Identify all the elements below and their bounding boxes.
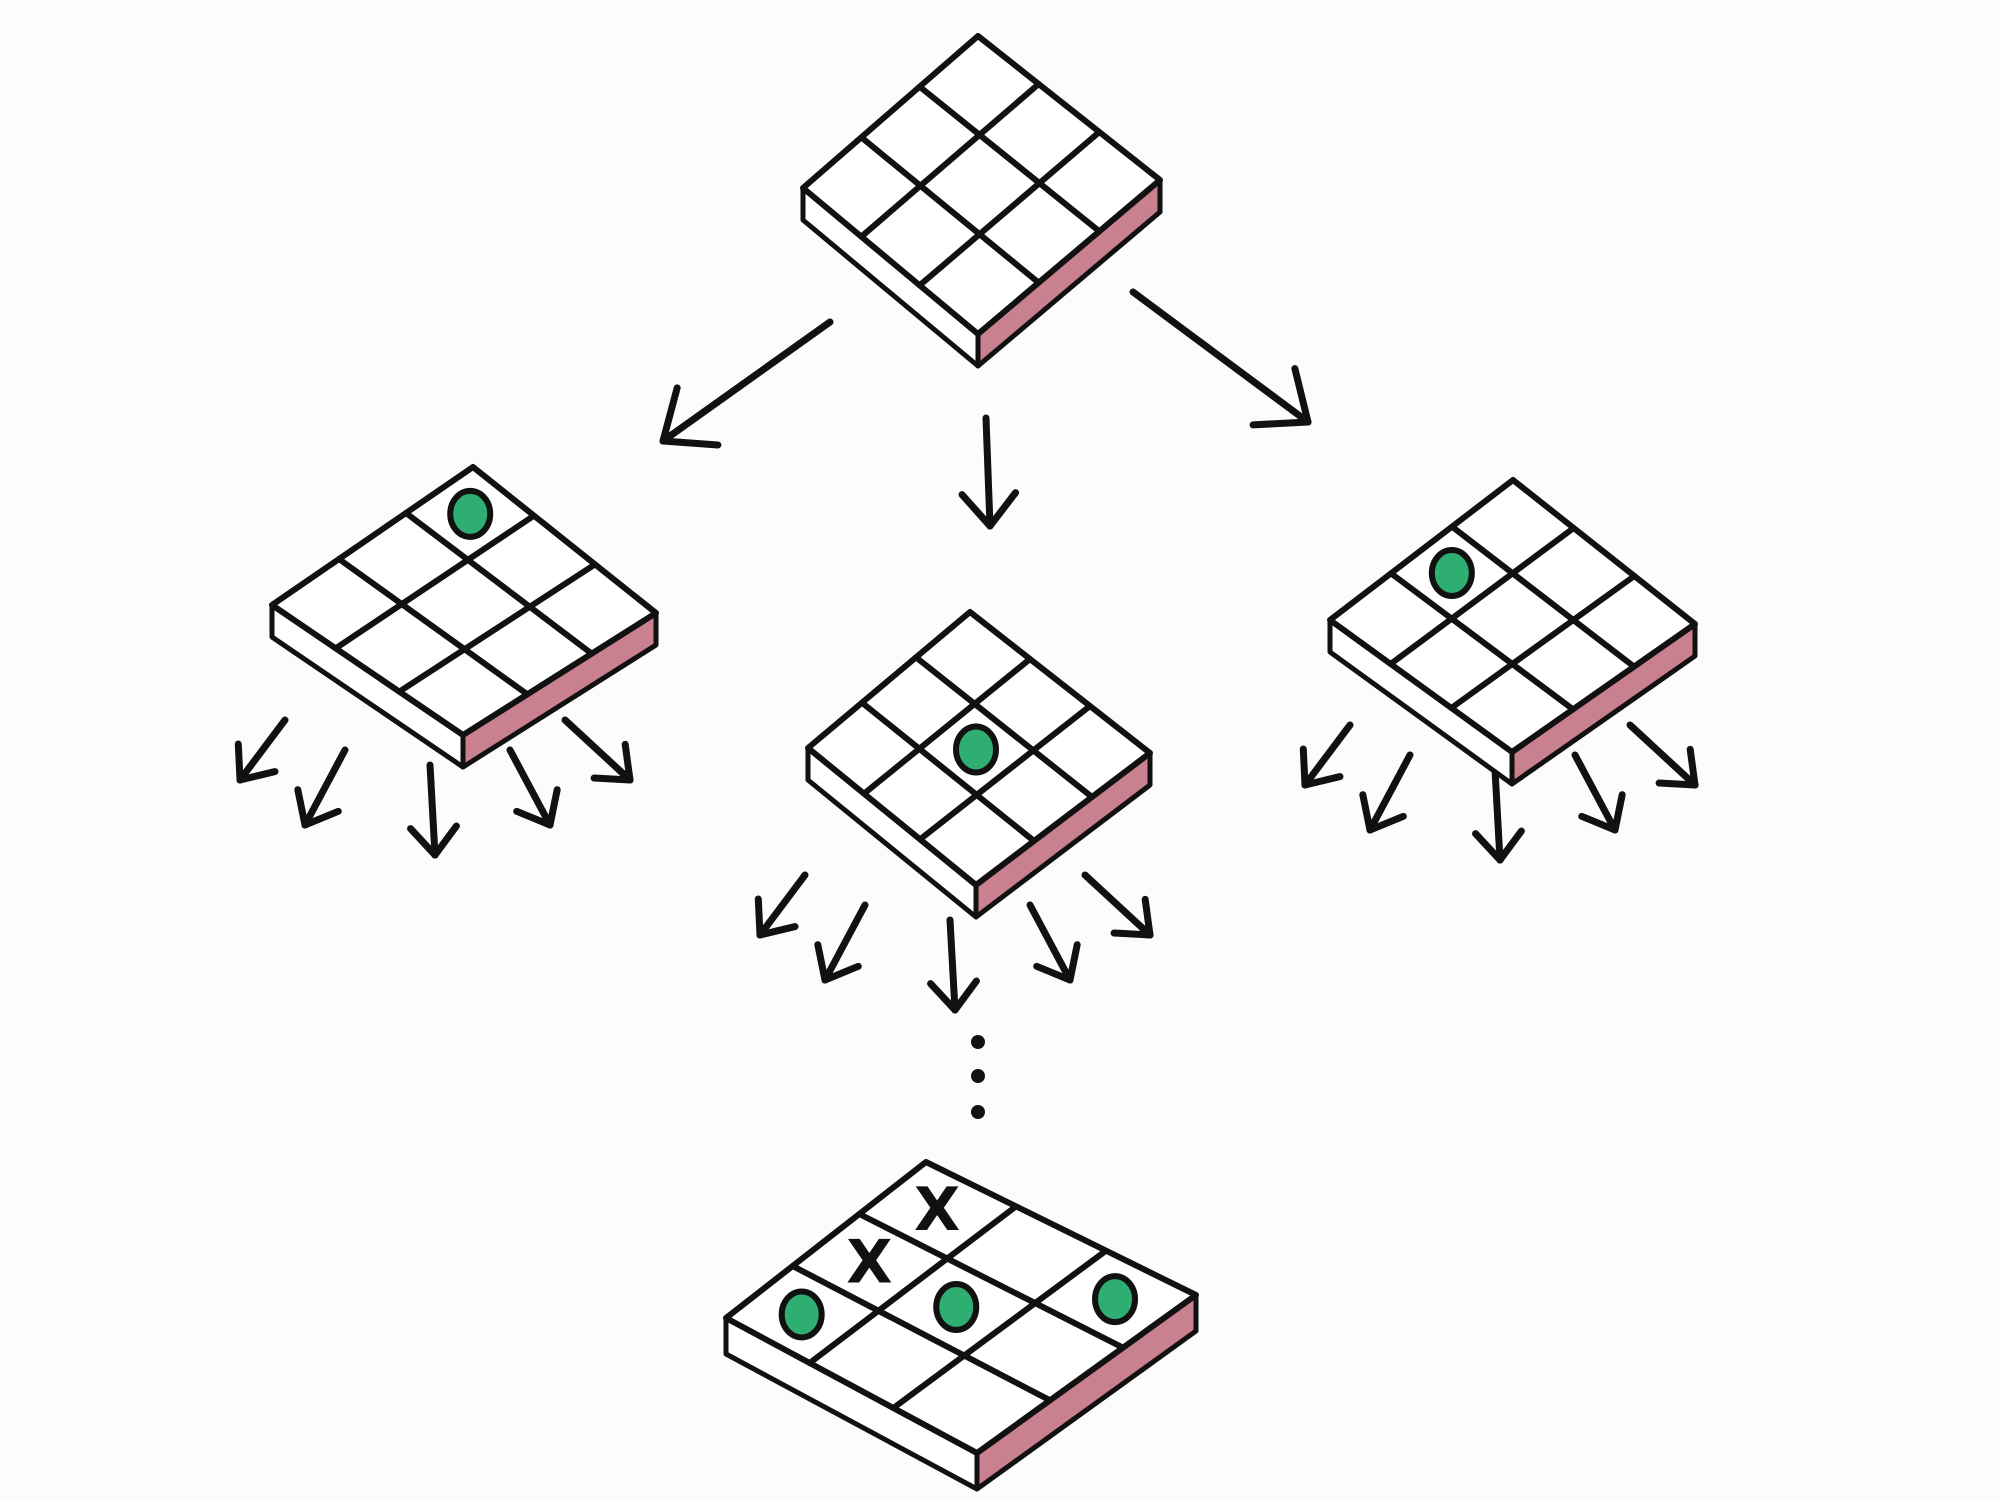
arrow [1626, 721, 1699, 789]
o-marker [933, 1281, 980, 1333]
o-marker [953, 723, 999, 776]
grid-line [396, 561, 598, 695]
grid-line [1387, 525, 1577, 667]
arrow [407, 761, 460, 859]
grid-line [859, 699, 1037, 844]
grid-line [861, 656, 1033, 797]
grid-line [1448, 573, 1638, 711]
arrow [958, 414, 1020, 530]
arrow [1472, 766, 1525, 864]
arrow [561, 716, 634, 784]
x-marker: X [914, 1175, 960, 1245]
left-board [269, 464, 659, 770]
grid-line [806, 1203, 1019, 1366]
arrow [1026, 901, 1081, 984]
arrow [814, 901, 869, 984]
grid-line [858, 134, 1042, 286]
x-marker: X [846, 1227, 892, 1297]
grid-line [856, 1211, 1126, 1351]
grid-line [917, 703, 1093, 843]
continuation-dots [971, 1035, 985, 1119]
grid-line [1388, 570, 1576, 713]
arrow [1081, 871, 1154, 939]
center-board [805, 609, 1153, 920]
final-board: XX [723, 1159, 1199, 1492]
grid-line [916, 129, 1103, 289]
arrow [294, 746, 349, 829]
grid-line [858, 81, 1042, 240]
grid-line [403, 510, 595, 657]
arrow [1299, 721, 1354, 789]
grid-line [332, 512, 537, 652]
board-top-face [1327, 477, 1698, 755]
arrow [659, 318, 834, 449]
right-board [1327, 477, 1698, 787]
grid-line [913, 654, 1095, 800]
grid-line [1449, 523, 1637, 670]
arrow [927, 916, 980, 1014]
o-marker [1428, 547, 1475, 599]
arrow [1359, 751, 1414, 834]
o-marker [447, 487, 494, 540]
arrow [506, 746, 561, 829]
arrow [1129, 288, 1312, 429]
grid-line [916, 83, 1103, 235]
grid-line [789, 1263, 1053, 1404]
arrow [1571, 751, 1626, 834]
arrow [234, 716, 289, 784]
grid-line [336, 556, 531, 698]
grid-line [890, 1247, 1109, 1411]
o-marker [1092, 1273, 1139, 1326]
root-board [800, 33, 1163, 369]
o-marker [778, 1288, 825, 1341]
arrow [754, 871, 809, 939]
board-top-face [800, 33, 1163, 337]
